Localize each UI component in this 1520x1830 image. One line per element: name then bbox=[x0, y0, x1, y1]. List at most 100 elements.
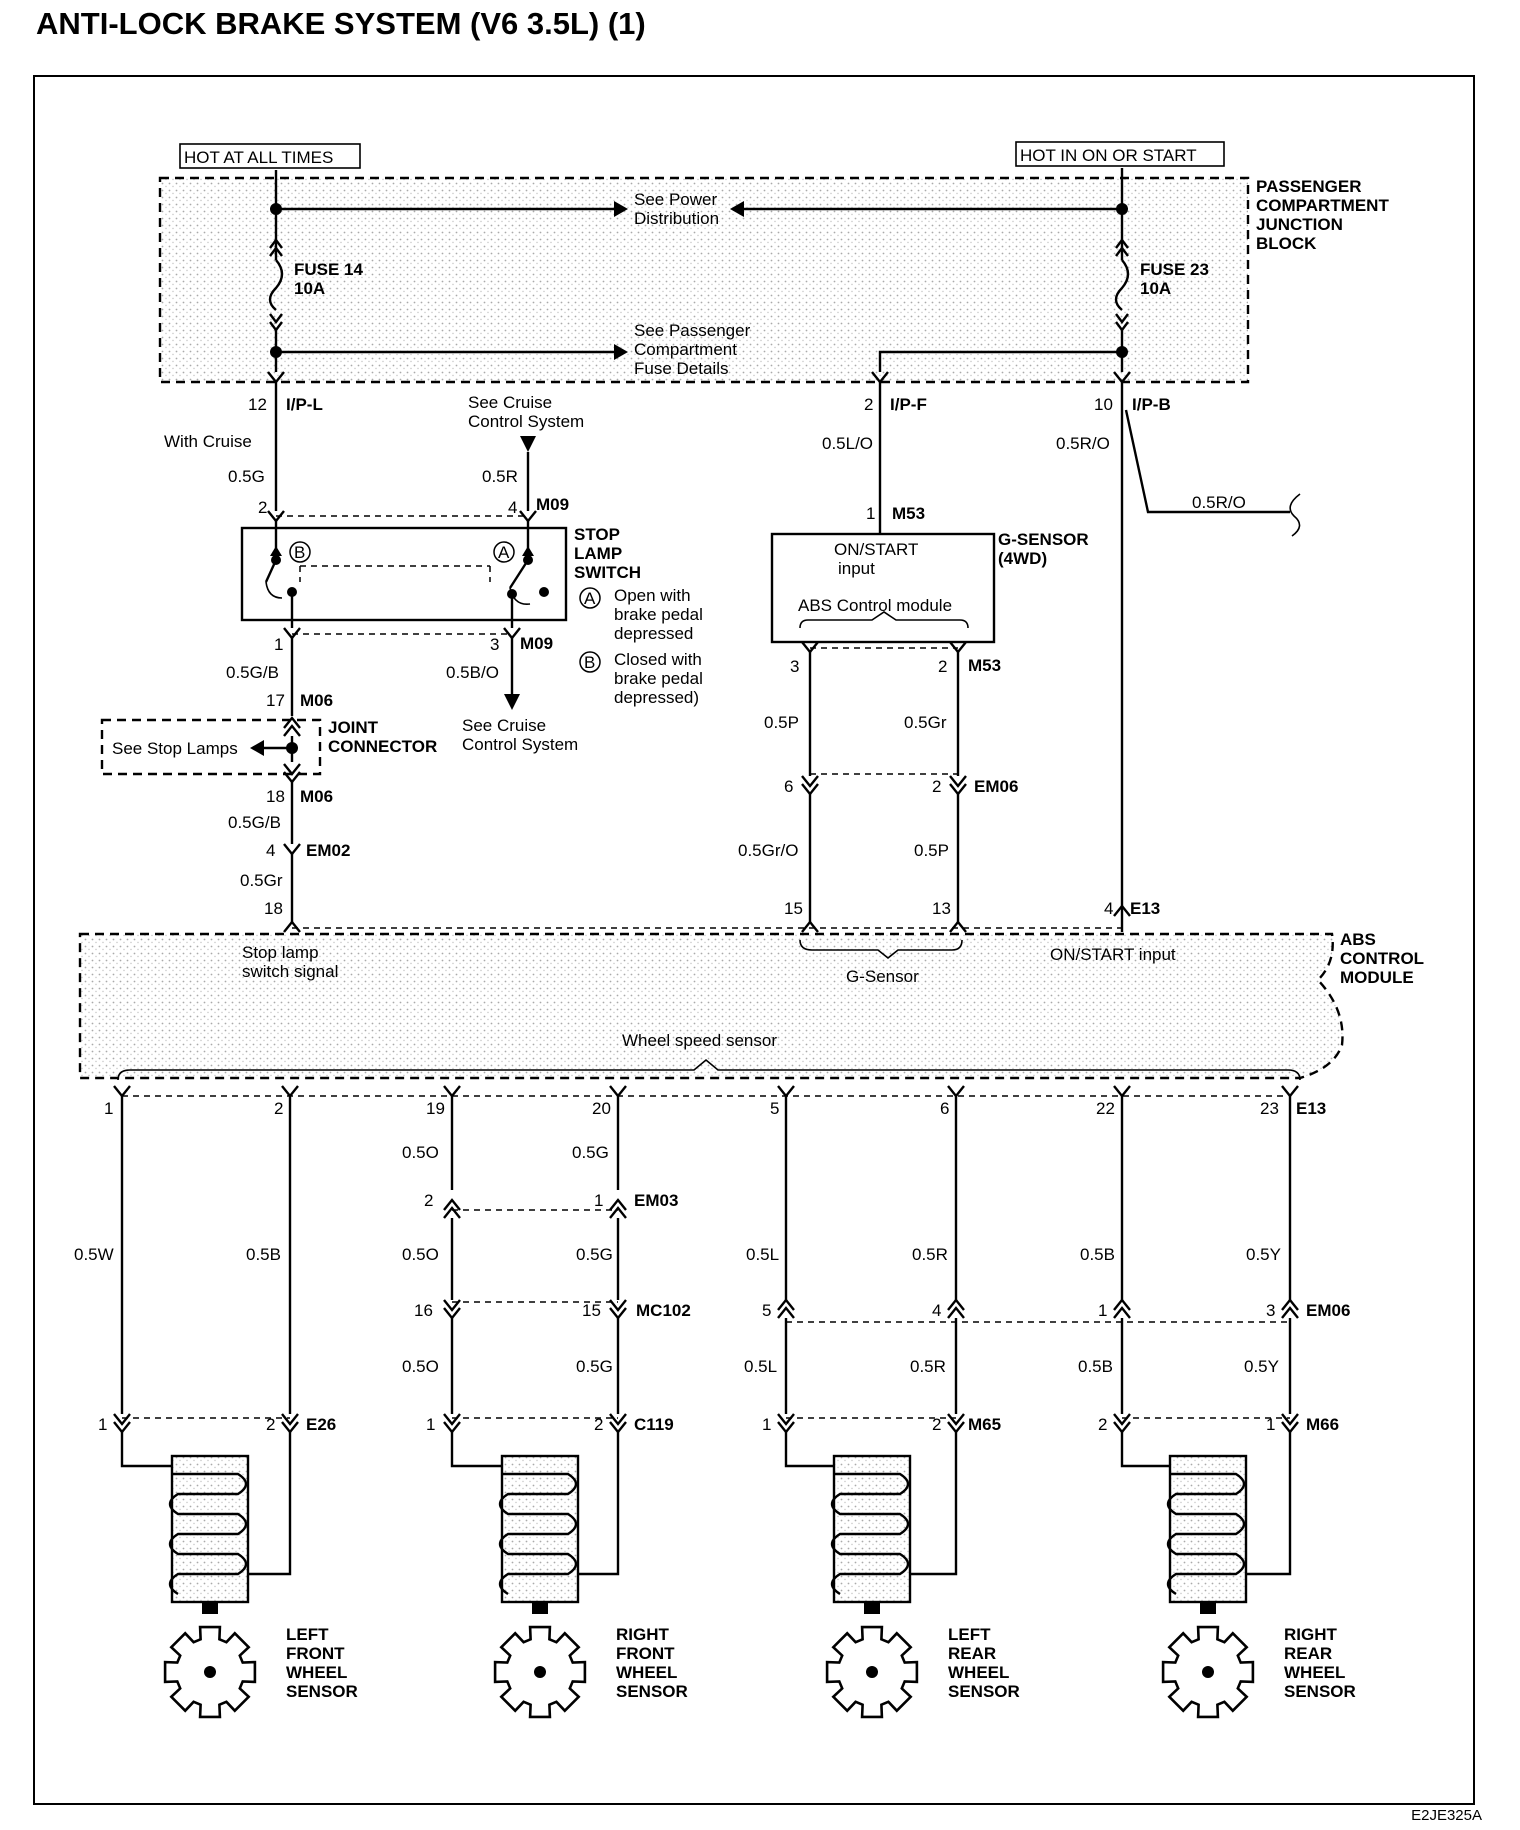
pin-label: 1 bbox=[98, 1415, 107, 1434]
fuse-14-rating: 10A bbox=[294, 279, 325, 298]
pin-label: 16 bbox=[414, 1301, 433, 1320]
note-a-line: Open with bbox=[614, 586, 691, 605]
connector-m65: M65 bbox=[968, 1415, 1001, 1434]
pin-label: 2 bbox=[932, 1415, 941, 1434]
hot-at-all-times-box bbox=[179, 143, 361, 169]
wire-color: 0.5R bbox=[910, 1357, 946, 1376]
wire-color: 0.5Gr bbox=[904, 713, 947, 732]
note-mark-b bbox=[579, 651, 601, 673]
wheel-sensor-label-line: LEFT bbox=[948, 1625, 991, 1644]
pin-label: 13 bbox=[932, 899, 951, 918]
wire-color: 0.5W bbox=[74, 1245, 114, 1264]
fuse-details-ref-line: Compartment bbox=[634, 340, 737, 359]
wheel-sensor-label-line: FRONT bbox=[616, 1644, 675, 1663]
g-sensor-on-start: ON/START bbox=[834, 540, 918, 559]
wheel-sensor-label-line: REAR bbox=[1284, 1644, 1332, 1663]
note-mark-b-text: B bbox=[584, 653, 595, 672]
pin-label: 2 bbox=[424, 1191, 433, 1210]
pin-label: 2 bbox=[864, 395, 873, 414]
cruise-control-ref-top: See Cruise Control System bbox=[468, 393, 584, 431]
g-sensor-abs-module: ABS Control module bbox=[798, 596, 952, 615]
with-cruise-label: With Cruise bbox=[164, 432, 252, 451]
stop-lamp-switch-label-line: STOP bbox=[574, 525, 620, 544]
wire-color: 0.5L/O bbox=[822, 434, 873, 453]
pin-label: 1 bbox=[594, 1191, 603, 1210]
pin-label: 5 bbox=[762, 1301, 771, 1320]
arrow-icon bbox=[520, 436, 536, 452]
pin-label: 15 bbox=[582, 1301, 601, 1320]
wire-color: 0.5O bbox=[402, 1245, 439, 1264]
junction-block-label: PASSENGER COMPARTMENT JUNCTION BLOCK bbox=[1256, 177, 1389, 253]
junction-block bbox=[158, 176, 1250, 384]
note-b-line: depressed) bbox=[614, 688, 699, 707]
note-a-line: depressed bbox=[614, 624, 693, 643]
stop-lamp-switch bbox=[240, 526, 568, 622]
pin-label: 1 bbox=[762, 1415, 771, 1434]
abs-g-sensor-label: G-Sensor bbox=[846, 967, 919, 986]
hot-in-on-or-start-box bbox=[1015, 141, 1225, 167]
wire-color: 0.5Gr/O bbox=[738, 841, 798, 860]
wire-color: 0.5R bbox=[912, 1245, 948, 1264]
wire-color: 0.5B bbox=[246, 1245, 281, 1264]
pin-label: 6 bbox=[784, 777, 793, 796]
abs-module-label: ABS CONTROL MODULE bbox=[1340, 930, 1424, 987]
connector-em06b: EM06 bbox=[1306, 1301, 1350, 1320]
sensor-connectors bbox=[113, 1413, 1299, 1434]
pin-label: 2 bbox=[1098, 1415, 1107, 1434]
pin-label: 4 bbox=[932, 1301, 941, 1320]
wire-color: 0.5B/O bbox=[446, 663, 499, 682]
pin-label: 20 bbox=[592, 1099, 611, 1118]
note-mark-a-text: A bbox=[584, 589, 596, 608]
wheel-sensor-label-line: REAR bbox=[948, 1644, 996, 1663]
pin-label: 18 bbox=[264, 899, 283, 918]
tone-wheel-hub bbox=[534, 1666, 546, 1678]
pin-label: 2 bbox=[938, 657, 947, 676]
g-sensor-on-start-input: input bbox=[838, 559, 875, 578]
note-a-line: brake pedal bbox=[614, 605, 703, 624]
wire-color: 0.5P bbox=[914, 841, 949, 860]
wire-color: 0.5O bbox=[402, 1143, 439, 1162]
junction-block-label-line: PASSENGER bbox=[1256, 177, 1362, 196]
wire-color: 0.5B bbox=[1080, 1245, 1115, 1264]
stop-lamp-switch-label-line: SWITCH bbox=[574, 563, 641, 582]
pin-label: 23 bbox=[1260, 1099, 1279, 1118]
sensor-stem bbox=[864, 1602, 880, 1614]
power-distribution-ref-line: Distribution bbox=[634, 209, 719, 228]
wire-color: 0.5B bbox=[1078, 1357, 1113, 1376]
junction-block-label-line: COMPARTMENT bbox=[1256, 196, 1389, 215]
sensor-winding bbox=[498, 1472, 578, 1596]
g-sensor-label-line: (4WD) bbox=[998, 549, 1047, 568]
power-distribution-ref-line: See Power bbox=[634, 190, 717, 209]
pin-label: 1 bbox=[274, 635, 283, 654]
connector-em02: EM02 bbox=[306, 841, 350, 860]
sensor-lead bbox=[784, 1432, 834, 1468]
sensor-winding bbox=[1166, 1472, 1246, 1596]
connector-ip-l: I/P-L bbox=[286, 395, 323, 414]
connector-e13b: E13 bbox=[1296, 1099, 1326, 1118]
fuse-14-circuit bbox=[267, 170, 628, 511]
wire-color: 0.5L bbox=[746, 1245, 779, 1264]
power-distribution-ref: See Power Distribution bbox=[634, 190, 719, 228]
wheel-sensors: LEFTFRONTWHEELSENSORRIGHTFRONTWHEELSENSO… bbox=[120, 1432, 1356, 1719]
wire-color: 0.5Y bbox=[1244, 1357, 1279, 1376]
arrow-icon bbox=[614, 201, 628, 217]
sensor-lead bbox=[450, 1432, 502, 1468]
pin-label: 10 bbox=[1094, 395, 1113, 414]
pin-label: 3 bbox=[490, 635, 499, 654]
wire-color: 0.5G/B bbox=[226, 663, 279, 682]
connector-em03: EM03 bbox=[634, 1191, 678, 1210]
arrow-icon bbox=[614, 344, 628, 360]
fuse-details-ref-line: See Passenger bbox=[634, 321, 751, 340]
tone-wheel-hub bbox=[1202, 1666, 1214, 1678]
connector-m06a: M06 bbox=[300, 691, 333, 710]
stop-lamp-switch-contacts bbox=[264, 521, 549, 628]
abs-module-label-line: ABS bbox=[1340, 930, 1376, 949]
joint-connector-label-line: JOINT bbox=[328, 718, 379, 737]
stop-lamp-switch-label-line: LAMP bbox=[574, 544, 622, 563]
pin-label: 15 bbox=[784, 899, 803, 918]
abs-on-start-label: ON/START input bbox=[1050, 945, 1176, 964]
wire-color: 0.5G bbox=[576, 1245, 613, 1264]
cruise-control-ref-top-line: See Cruise bbox=[468, 393, 552, 412]
